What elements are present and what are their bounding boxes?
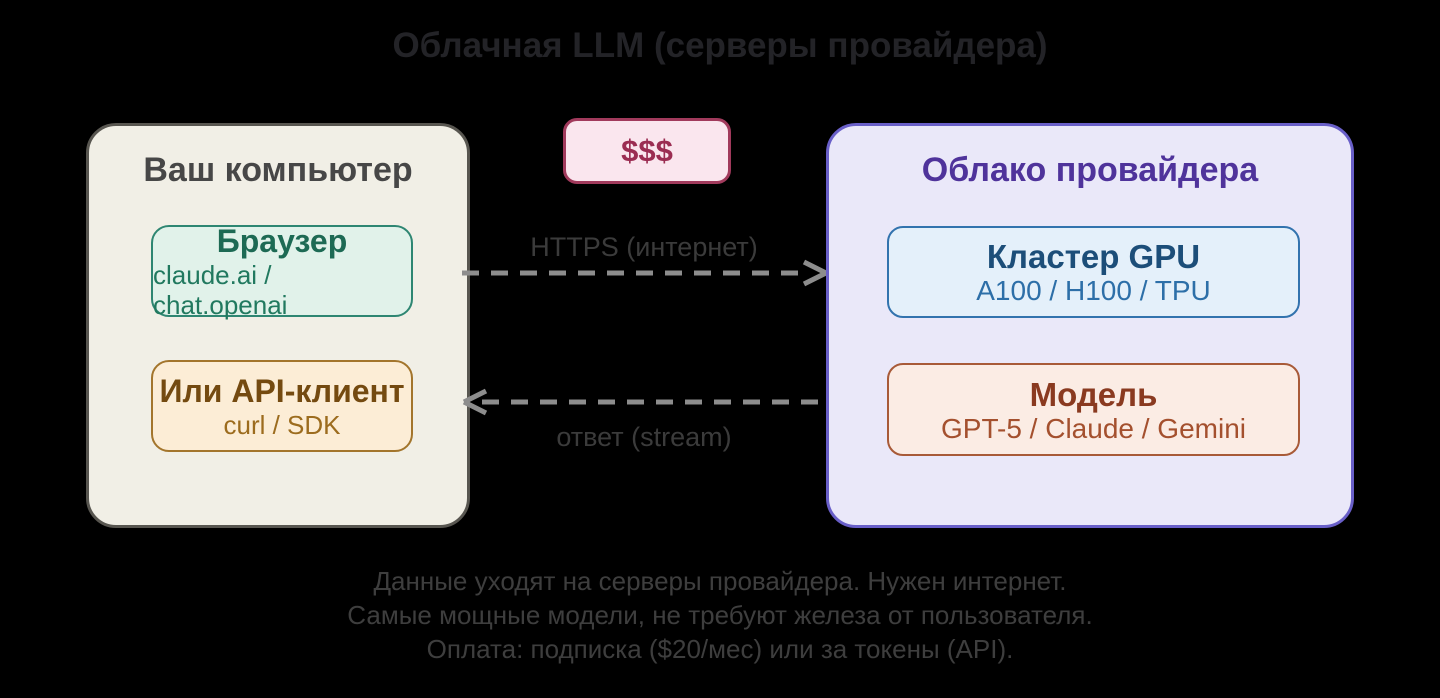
response-arrow-icon <box>462 388 828 416</box>
browser-card-title: Браузер <box>216 223 348 259</box>
footer-notes: Данные уходят на серверы провайдера. Нуж… <box>0 564 1440 666</box>
request-arrow-icon <box>462 259 828 287</box>
browser-card-subtitle: claude.ai / chat.openai <box>153 260 288 320</box>
computer-panel: Ваш компьютер Браузер claude.ai / chat.o… <box>86 123 470 528</box>
footer-note-line1: Данные уходят на серверы провайдера. Нуж… <box>373 566 1067 596</box>
api-client-card-title: Или API-клиент <box>159 373 405 409</box>
request-arrow-label: HTTPS (интернет) <box>530 232 758 262</box>
model-card-title: Модель <box>1029 375 1158 413</box>
diagram-title: Облачная LLM (серверы провайдера) <box>392 26 1048 65</box>
response-arrow-label: ответ (stream) <box>556 422 732 452</box>
gpu-cluster-card-subtitle: A100 / H100 / TPU <box>976 275 1211 306</box>
cloud-panel: Облако провайдера Кластер GPU A100 / H10… <box>826 123 1354 528</box>
footer-note-line2: Самые мощные модели, не требуют железа о… <box>347 600 1093 630</box>
cloud-panel-title: Облако провайдера <box>921 151 1259 189</box>
cost-badge-label: $$$ <box>621 133 673 168</box>
gpu-cluster-card-title: Кластер GPU <box>986 238 1201 275</box>
api-client-card: Или API-клиент curl / SDK <box>151 360 413 452</box>
footer-note-line3: Оплата: подписка ($20/мес) или за токены… <box>426 634 1014 664</box>
browser-card: Браузер claude.ai / chat.openai <box>151 223 413 320</box>
model-card-subtitle: GPT-5 / Claude / Gemini <box>940 412 1246 444</box>
api-client-card-subtitle: curl / SDK <box>223 410 341 440</box>
gpu-cluster-card: Кластер GPU A100 / H100 / TPU <box>887 226 1300 318</box>
model-card: Модель GPT-5 / Claude / Gemini <box>887 363 1300 456</box>
computer-panel-title: Ваш компьютер <box>143 151 413 189</box>
cost-badge: $$$ <box>563 118 731 184</box>
